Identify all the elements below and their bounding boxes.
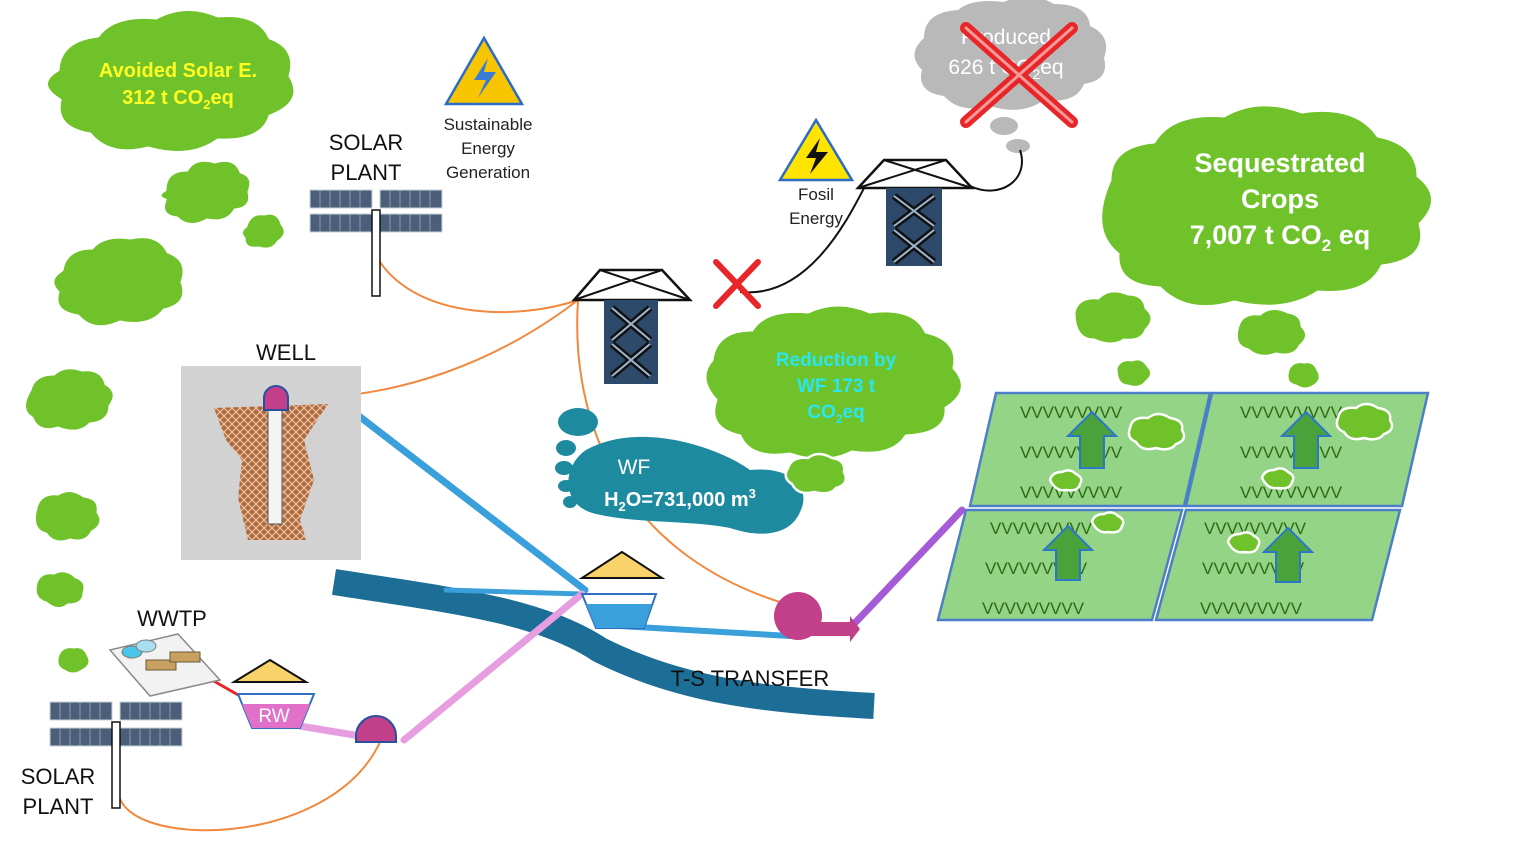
reduction-line1: Reduction by [776,350,897,371]
cloud-decor [55,645,92,676]
reduction-line2: WF 173 t [797,376,876,397]
cloud-decor [784,452,847,495]
ts-transfer-label: T-S TRANSFER [671,666,830,691]
crop-row: VVVVVVVVV [1240,483,1343,502]
crossed-out-icon [713,259,761,309]
solar-plant-top-line1: SOLAR [329,130,404,155]
fosil-energy-sign: Fosil Energy [777,117,855,228]
well-label: WELL [256,340,316,365]
fosil-line2: Energy [789,209,843,228]
cloud-decor [1127,412,1186,451]
cloud-decor [1285,360,1322,391]
well: WELL [181,340,361,560]
cloud-decor [1114,357,1153,389]
wastewater-plant-icon [108,633,222,697]
tank-icon [236,693,316,729]
tank-icon [580,593,658,629]
sequestrated-line1: Sequestrated [1194,148,1365,178]
reduction-cloud: Reduction by WF 173 t CO2eq [703,303,964,462]
fosil-line1: Fosil [798,185,834,204]
wf-label: WF [618,456,651,479]
solar-panel-icon [49,701,183,809]
cloud-decor [1234,307,1308,358]
cloud-decor [51,235,186,329]
cloud-decor [158,158,253,226]
cloud-decor [1048,469,1083,492]
cloud-decor [32,489,103,544]
h2o-label: H2O=731,000 m3 [604,486,756,514]
cloud-decor [1335,402,1394,441]
rw-label: RW [258,706,289,727]
solar-plant-bottom-line2: PLANT [23,794,94,819]
ts-transfer-river [332,569,875,719]
sustainable-line3: Generation [446,163,530,182]
lightning-warning-icon [777,117,855,182]
avoided-solar-line2: 312 t CO2eq [122,87,234,112]
solar-panel-icon [309,189,443,297]
crop-row: VVVVVVVVV [1200,599,1303,618]
solar-plant-bottom-line1: SOLAR [21,764,96,789]
solar-plant-top: SOLAR PLANT [309,130,443,297]
sustainable-energy-sign: Sustainable Energy Generation [443,35,533,182]
crop-row: VVVVVVVVV [1020,483,1123,502]
footprint-icon: WF H2O=731,000 m3 [555,408,804,534]
rw-tank: RW [230,658,316,729]
crop-row: VVVVVVVVV [1240,403,1343,422]
crop-row: VVVVVVVVV [1204,519,1307,538]
well-casing [267,399,283,525]
pump-icon [355,715,397,743]
avoided-solar-cloud: Avoided Solar E. 312 t CO2eq [45,7,297,154]
avoided-solar-line1: Avoided Solar E. [99,60,257,82]
crop-fields: VVVVVVVVV VVVVVVVVV VVVVVVVVV VVVVVVVVV … [936,391,1430,622]
cloud-decor [1260,467,1295,490]
cloud-decor-group [23,158,287,676]
cloud-decor [23,366,116,433]
growth-arrow-icon [1041,410,1333,583]
sequestrated-cloud: Sequestrated Crops 7,007 t CO2 eq [1099,103,1434,309]
cloud-decor [1072,289,1154,346]
exhaust-wire [969,149,1023,192]
sustainable-line2: Energy [461,139,515,158]
crossed-out-icon [960,22,1078,128]
crop-row: VVVVVVVVV [1240,443,1343,462]
cloud-decor [33,569,87,610]
produced-cloud: Produced 626 t CO2eq [914,0,1107,153]
crop-row: VVVVVVVVV [1020,403,1123,422]
field-cloud-group [1072,289,1322,391]
solar-plant-top-line2: PLANT [331,160,402,185]
pump-icon [263,385,289,411]
cloud-decor [1226,531,1261,554]
pylon-icon [571,268,693,384]
solar-plant-bottom: SOLAR PLANT [21,701,183,819]
reduction-line3: CO2eq [807,402,864,426]
lightning-warning-icon [443,35,525,106]
wwtp-label: WWTP [137,606,207,631]
reservoir-tank [578,550,666,629]
pump-icon [774,592,860,642]
sequestrated-line3: 7,007 t CO2 eq [1190,220,1371,255]
cloud-decor [239,211,287,251]
crop-row: VVVVVVVVV [1020,443,1123,462]
sequestrated-line2: Crops [1241,184,1319,214]
cloud-decor [1090,511,1125,534]
sustainable-line1: Sustainable [444,115,533,134]
pylon-icon [855,158,975,266]
crop-row: VVVVVVVVV [982,599,1085,618]
